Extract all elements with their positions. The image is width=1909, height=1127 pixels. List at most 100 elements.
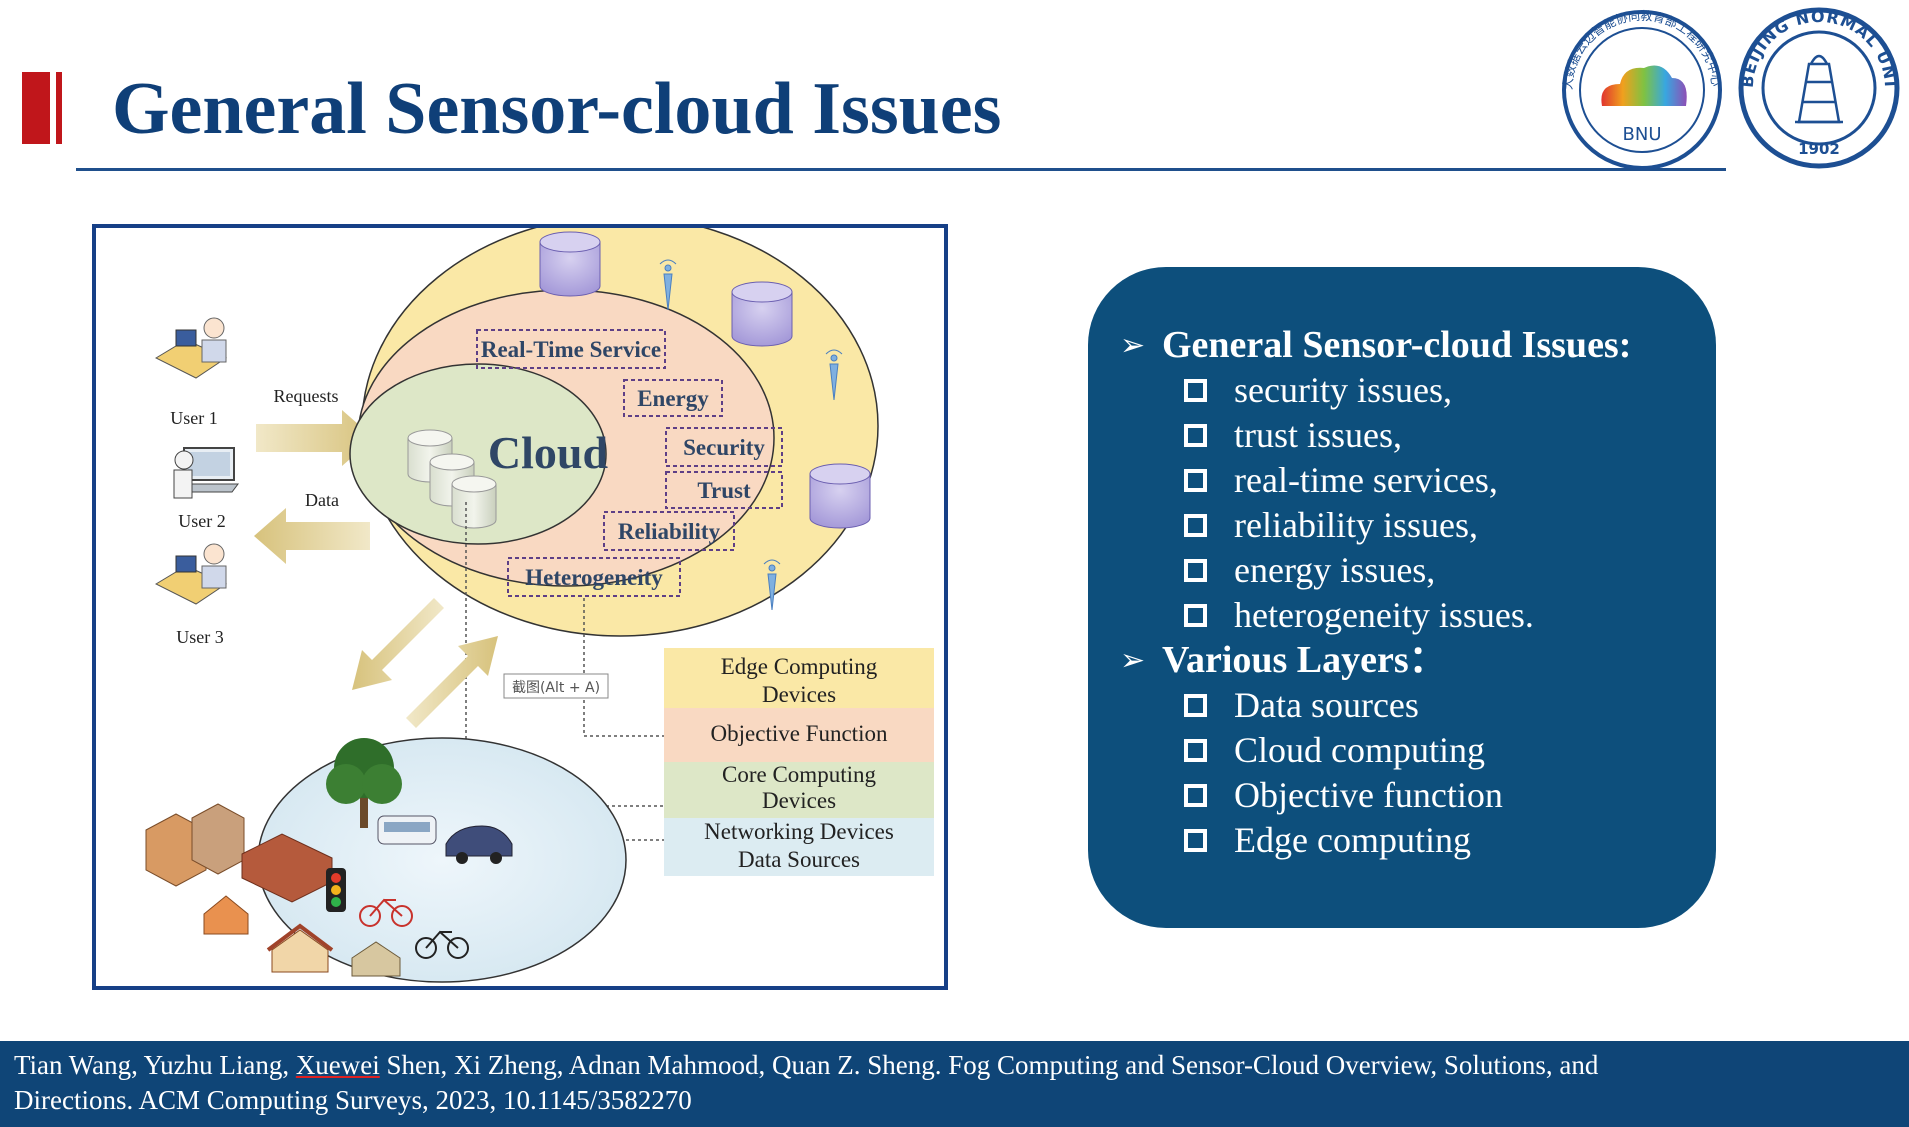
list-item: heterogeneity issues. [1120,593,1716,638]
downlink-arrow-icon [352,598,444,690]
list-item: reliability issues, [1120,503,1716,548]
legend-networking [664,818,934,876]
legend-objective-line1: Objective Function [711,721,888,746]
issue-trust: Trust [697,478,751,503]
square-bullet-icon [1184,379,1207,402]
bus-icon [377,815,437,845]
edge-database-icon [731,281,793,347]
list-item: energy issues, [1120,548,1716,593]
bnu-label: BNU [1623,124,1662,145]
issue-real-time-service: Real-Time Service [481,337,661,362]
issue-box-security [665,427,783,467]
legend-networking-line2: Data Sources [738,847,860,872]
tree-icon [326,738,402,828]
rainbow-cloud-icon [1601,65,1687,106]
heading-general-issues: General Sensor-cloud Issues: [1162,324,1632,366]
legend-edge-computing [664,648,934,708]
user-2-label: User 2 [178,511,226,531]
issue-heterogeneity: Heterogeneity [525,565,663,590]
edge-database-icon [809,463,871,529]
house-icon [203,895,249,935]
legend-objective-function [664,708,934,762]
legend-core-line1: Core Computing [722,762,876,787]
arrow-bullet-icon: ➢ [1120,329,1146,362]
data-arrow-icon [254,508,370,564]
citation-line-2: Directions. ACM Computing Surveys, 2023,… [14,1085,692,1115]
page-title: General Sensor-cloud Issues [112,68,1002,150]
edge-database-icon [539,231,601,297]
citation-footer: Tian Wang, Yuzhu Liang, Xuewei Shen, Xi … [0,1041,1909,1127]
arrow-bullet-icon: ➢ [1120,644,1146,677]
antenna-icon [763,559,781,611]
list-item: Data sources [1120,683,1716,728]
section-heading: ➢ General Sensor-cloud Issues: [1120,323,1716,368]
core-cloud-layer [349,363,607,545]
title-divider [76,168,1726,171]
list-item: Edge computing [1120,818,1716,863]
legend-edge-line2: Devices [762,682,836,707]
user-3-label: User 3 [176,627,224,647]
square-bullet-icon [1184,784,1207,807]
list-item: Objective function [1120,773,1716,818]
title-accent-bar-thin [56,72,62,144]
section-general-issues: ➢ General Sensor-cloud Issues: security … [1120,323,1716,638]
square-bullet-icon [1184,604,1207,627]
citation-line-1: Tian Wang, Yuzhu Liang, Xuewei Shen, Xi … [14,1050,1599,1080]
bicycle-icon [415,930,469,959]
legend-core-computing [664,762,934,818]
list-item: Cloud computing [1120,728,1716,773]
user-3-workstation-icon [154,543,228,605]
issue-reliability: Reliability [618,519,721,544]
core-storage-icon [407,429,497,529]
square-bullet-icon [1184,469,1207,492]
section-heading: ➢ Various Layers： [1120,638,1716,683]
issues-summary-panel: ➢ General Sensor-cloud Issues: security … [1088,267,1716,928]
issue-box-trust [665,471,783,509]
building-emblem-icon [1795,54,1843,124]
issue-box-reliability [603,511,735,551]
apartment-buildings-icon [145,803,245,887]
founding-year: 1902 [1798,140,1840,158]
sensor-cloud-figure: User 1 User 2 User 3 Requests Data Cloud [92,224,948,990]
bnu-university-logo: BEIJING NORMAL UNIVERSITY 1902 [1737,6,1900,169]
list-item: real-time services, [1120,458,1716,503]
house-icon [266,923,334,973]
traffic-light-icon [326,868,346,912]
screenshot-tooltip [503,673,609,699]
square-bullet-icon [1184,829,1207,852]
list-item: trust issues, [1120,413,1716,458]
issue-box-energy [623,379,723,417]
list-item: security issues, [1120,368,1716,413]
user-1-label: User 1 [170,408,218,428]
house-icon [351,941,401,977]
bicycle-icon [359,898,413,927]
legend-connector-lines [465,502,664,841]
issue-security: Security [683,435,765,460]
user-2-workstation-icon [173,447,239,499]
square-bullet-icon [1184,559,1207,582]
issue-box-heterogeneity [507,557,681,597]
antenna-icon [659,259,677,311]
requests-arrow-icon [256,410,374,466]
data-label: Data [305,490,339,510]
citation-underlined-name: Xuewei [295,1050,380,1080]
issue-box-real-time-service [476,329,666,369]
requests-label: Requests [274,386,339,406]
square-bullet-icon [1184,694,1207,717]
uplink-arrow-icon [406,636,498,728]
square-bullet-icon [1184,424,1207,447]
car-icon [445,825,513,864]
square-bullet-icon [1184,514,1207,537]
user-1-workstation-icon [154,317,228,379]
issue-energy: Energy [637,386,709,411]
title-accent-bar [22,72,50,144]
legend-networking-line1: Networking Devices [704,819,894,844]
square-bullet-icon [1184,739,1207,762]
antenna-icon [825,349,843,401]
cloud-label: Cloud [488,427,609,478]
legend-edge-line1: Edge Computing [721,654,878,679]
screenshot-tooltip-text: 截图(Alt + A) [512,680,600,696]
legend-core-line2: Devices [762,788,836,813]
heading-various-layers: Various Layers： [1162,639,1447,681]
section-various-layers: ➢ Various Layers： Data sources Cloud com… [1120,638,1716,863]
